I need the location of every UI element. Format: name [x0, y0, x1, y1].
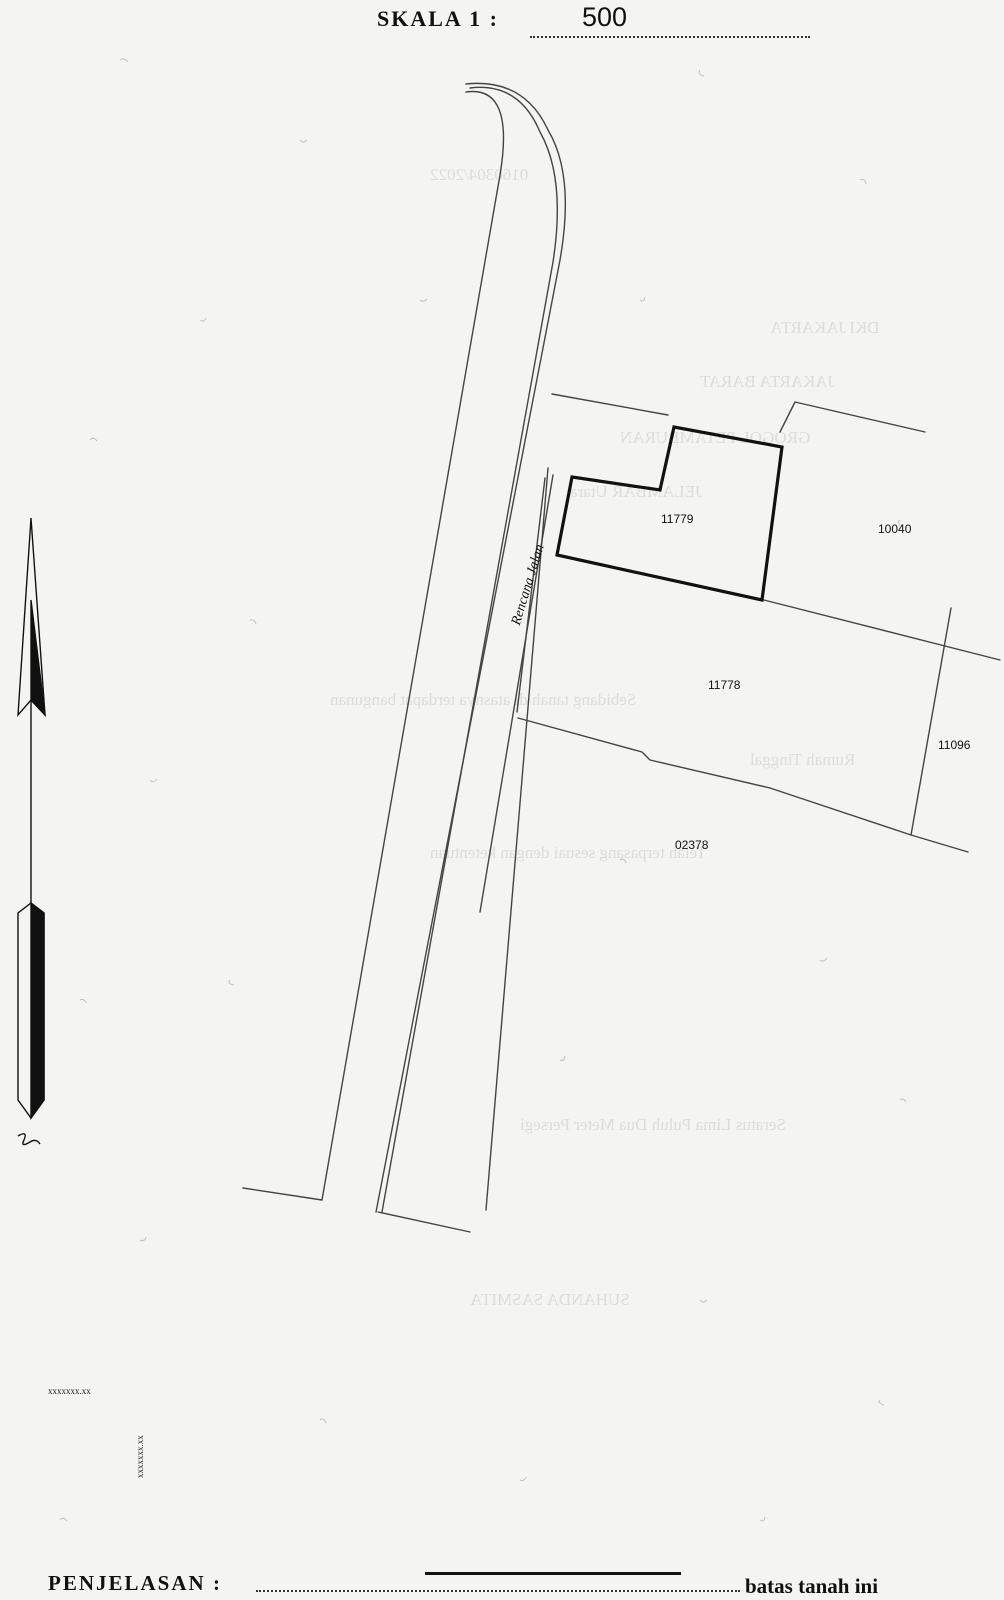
legend-description: batas tanah ini: [745, 1574, 879, 1598]
parcel-label-11779: 11779: [661, 512, 694, 526]
parcel-label-11096: 11096: [938, 738, 971, 752]
parcel-label-11778: 11778: [708, 678, 741, 692]
legend-boundary-line-sample: [425, 1572, 681, 1575]
boundary-02378-right: [769, 787, 912, 836]
subject-parcel-11779: [555, 425, 784, 602]
north-arrow-icon: [17, 517, 46, 1146]
parcel-label-02378: 02378: [675, 838, 709, 852]
placeholder-mark-vertical: xxxxxxx.xx: [135, 1435, 145, 1478]
placeholder-mark: xxxxxxx.xx: [48, 1386, 91, 1396]
scale-value: 500: [582, 2, 628, 32]
scale-dotted-line: [530, 36, 810, 38]
road-edge-right-inner: [381, 86, 559, 1213]
boundary-11778-right: [763, 599, 1001, 661]
rencana-jalan-line-1: [485, 467, 549, 1211]
boundary-10040-top-left: [551, 393, 669, 416]
road-edge-left: [242, 90, 505, 1201]
scale-title: SKALA 1 :: [377, 6, 499, 31]
legend-label: PENJELASAN :: [48, 1571, 222, 1595]
rencana-jalan-line-3: [479, 474, 554, 913]
legend-dotted-line: [256, 1590, 740, 1592]
boundary-11778-bottom: [517, 717, 771, 789]
paper-speckles: [59, 58, 907, 1522]
boundary-10040-top-right: [779, 401, 926, 433]
rencana-jalan-line-2: [516, 477, 546, 713]
parcel-label-10040: 10040: [878, 522, 912, 536]
road-end-line: [377, 1211, 471, 1233]
road-edge-right: [375, 82, 567, 1213]
